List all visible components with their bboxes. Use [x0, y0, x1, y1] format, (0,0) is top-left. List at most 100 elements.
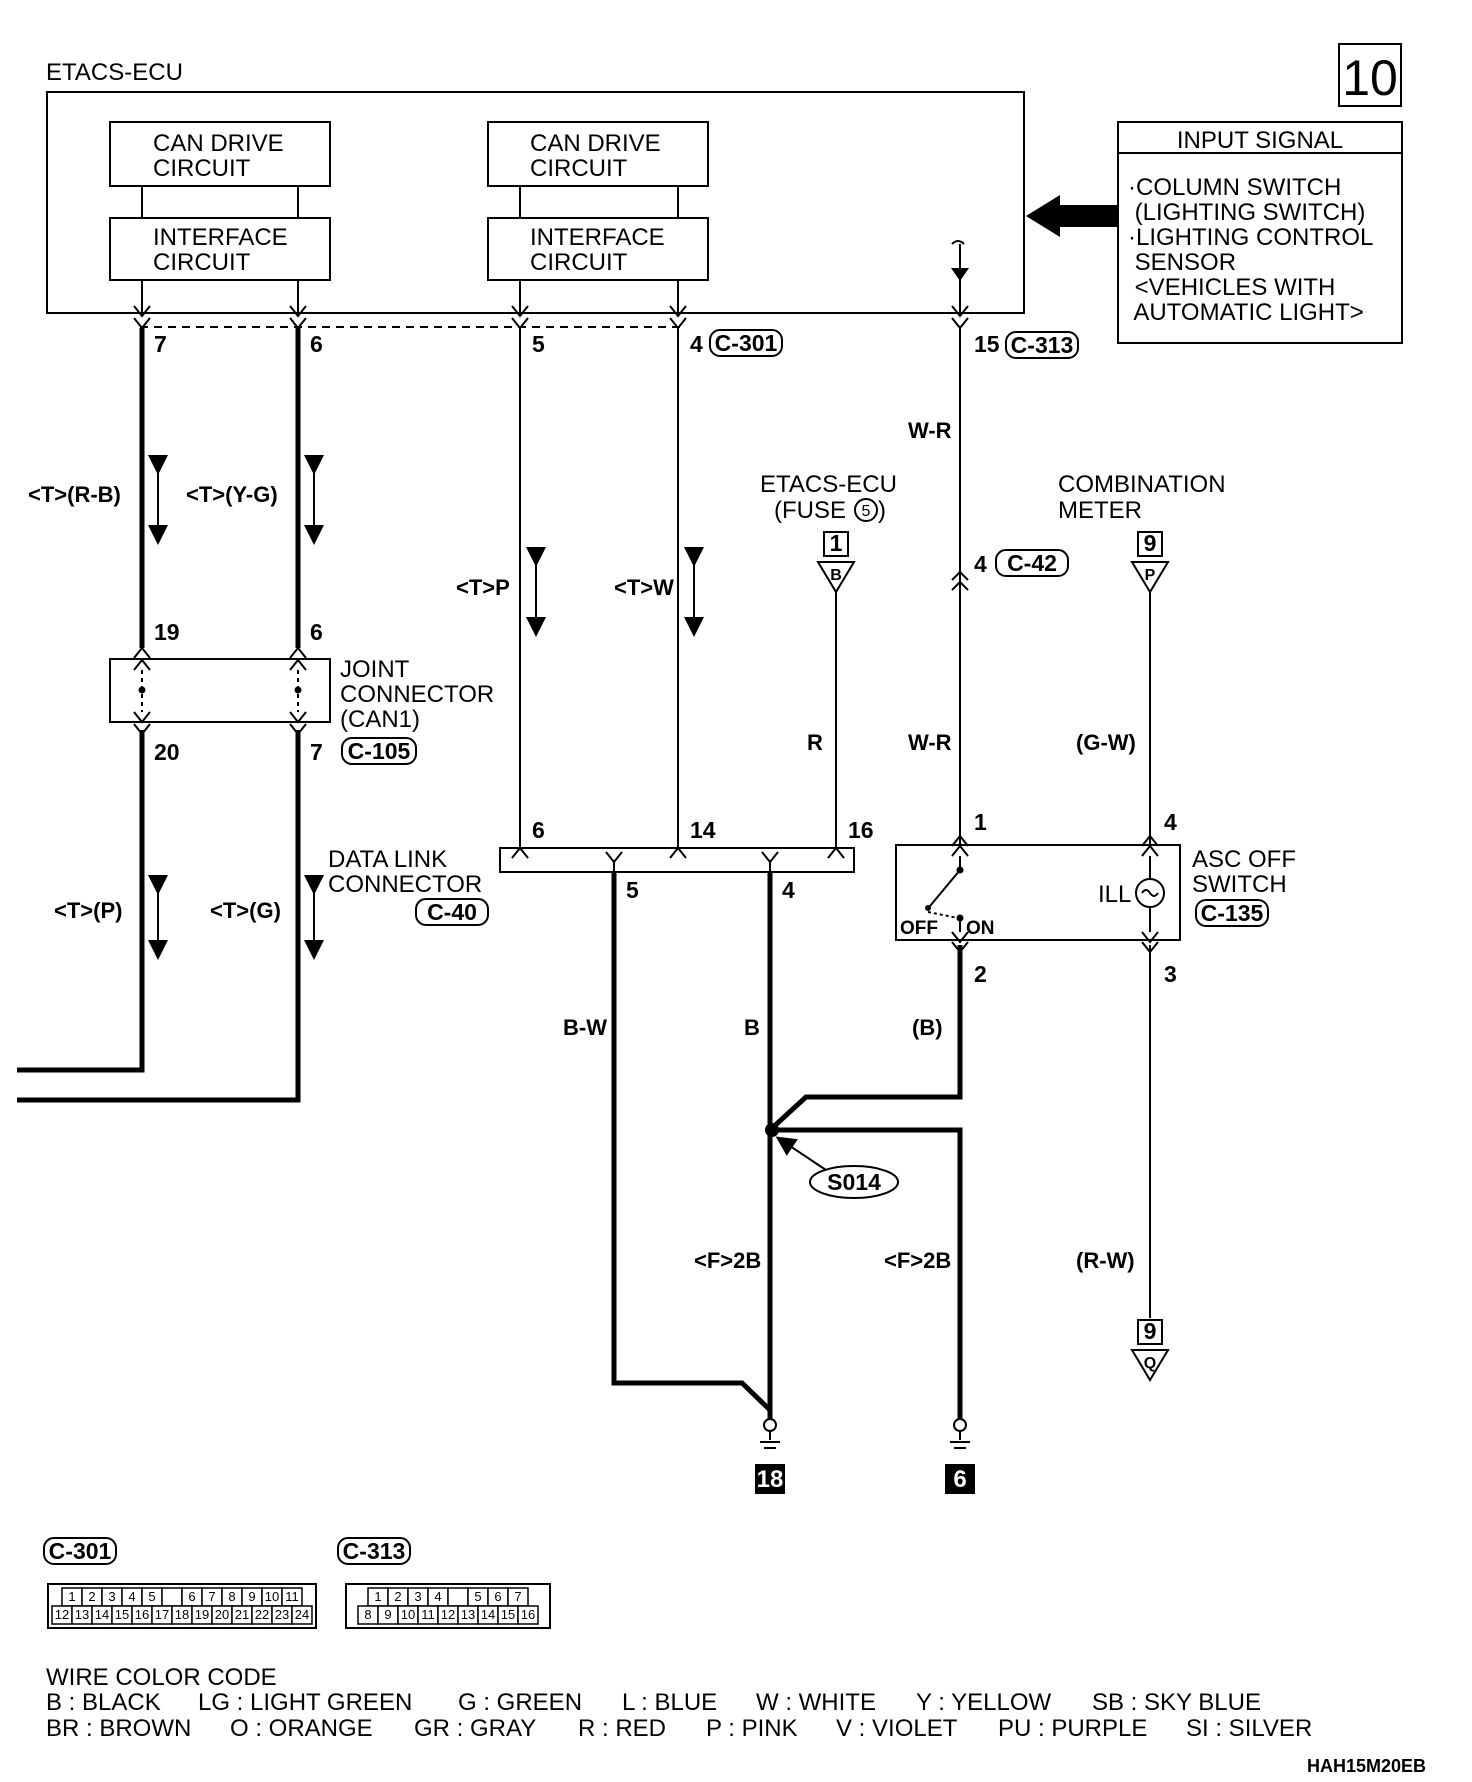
connector-key-cell — [447, 1587, 469, 1607]
wire-labels: <T>(R-B) <T>(Y-G) <T>P <T>W W-R R W-R (G… — [28, 418, 1136, 1273]
connector-pin-number: 10 — [401, 1607, 415, 1622]
wire-label-paren-b: (B) — [912, 1015, 943, 1040]
meter-ref-letter: P — [1145, 567, 1156, 584]
input-signal-line: <VEHICLES WITH — [1128, 274, 1335, 301]
pin-label: 5 — [626, 877, 639, 903]
connector-pin-number: 4 — [128, 1589, 135, 1604]
pin-label: 7 — [310, 739, 323, 765]
color-code-entry: O : ORANGE — [230, 1715, 373, 1742]
pin-label: 3 — [1164, 961, 1177, 987]
color-code-entry: GR : GRAY — [414, 1715, 536, 1742]
connector-c42: 4 C-42 — [951, 549, 1069, 591]
wire-t-g — [17, 730, 301, 1103]
asc-on-label: ON — [966, 918, 995, 939]
pin-label: 19 — [154, 619, 180, 645]
can-drive-circuit-1-line1: CAN DRIVE — [153, 130, 284, 157]
ground-number: 18 — [757, 1466, 784, 1493]
pin-label: 1 — [974, 809, 987, 835]
color-code-entry: LG : LIGHT GREEN — [198, 1689, 412, 1716]
connector-c135-tag: C-135 — [1201, 900, 1264, 926]
connector-pin-number: 15 — [115, 1607, 129, 1622]
etacs-ecu-title: ETACS-ECU — [46, 59, 183, 86]
connector-c301-tag: C-301 — [715, 330, 778, 356]
ground-icon — [763, 1418, 777, 1432]
etacs-fuse-line1: ETACS-ECU — [760, 471, 897, 498]
wire-label-t-p: <T>(P) — [54, 898, 122, 923]
connector-c40-tag: C-40 — [427, 899, 477, 925]
connector-pin-number: 21 — [235, 1607, 249, 1622]
input-signal-line: SENSOR — [1128, 249, 1236, 276]
can-drive-circuit-2-line1: CAN DRIVE — [530, 130, 661, 157]
interface-circuit-1-box — [109, 217, 331, 281]
wires — [17, 328, 1151, 1420]
etacs-fuse-line2-end: ) — [878, 497, 886, 524]
connector-pin-number: 11 — [285, 1589, 299, 1604]
wire-color-code-title: WIRE COLOR CODE — [46, 1664, 277, 1691]
wire-label-wr: W-R — [908, 418, 952, 443]
fuse-number: 5 — [862, 503, 871, 520]
color-code-entry: SI : SILVER — [1186, 1715, 1312, 1742]
connector-pin-number: 3 — [414, 1589, 421, 1604]
color-code-entry: L : BLUE — [622, 1689, 717, 1716]
wire-label-rw: (R-W) — [1076, 1248, 1135, 1273]
connector-pin-number: 9 — [384, 1607, 391, 1622]
connector-pin-number: 12 — [441, 1607, 455, 1622]
connector-face-c301-label: C-301 — [49, 1538, 112, 1564]
connector-pin-number: 14 — [481, 1607, 495, 1622]
connector-pin-number: 6 — [188, 1589, 195, 1604]
ground-6: 6 — [945, 1418, 975, 1494]
combination-meter-line1: COMBINATION — [1058, 471, 1226, 498]
input-signal-line: AUTOMATIC LIGHT> — [1128, 299, 1364, 326]
connector-pin-number: 14 — [95, 1607, 109, 1622]
wire-label-b: B — [744, 1015, 760, 1040]
bottom-ref-letter: Q — [1144, 1355, 1156, 1372]
fuse-ref-letter: B — [830, 567, 842, 584]
color-code-entry: PU : PURPLE — [998, 1715, 1147, 1742]
connector-pin-number: 24 — [295, 1607, 309, 1622]
wire-label-tp: <T>P — [456, 575, 510, 600]
document-code: HAH15M20EB — [1307, 1756, 1426, 1776]
color-code-entry: V : VIOLET — [836, 1715, 958, 1742]
interface-circuit-1-line1: INTERFACE — [153, 224, 288, 251]
wire-label-rb: <T>(R-B) — [28, 482, 121, 507]
connector-pin-number: 15 — [501, 1607, 515, 1622]
etacs-fuse-reference: ETACS-ECU (FUSE 5 ) 1 B — [760, 471, 897, 594]
twisted-pair-arrows — [148, 455, 704, 960]
color-code-entry: G : GREEN — [458, 1689, 582, 1716]
combination-meter-reference: COMBINATION METER 9 P — [1058, 471, 1226, 594]
pin-label: 2 — [974, 961, 987, 987]
connector-pin-number: 2 — [88, 1589, 95, 1604]
splice-label: S014 — [827, 1169, 881, 1195]
connector-pin-number: 8 — [228, 1589, 235, 1604]
connector-pin-number: 11 — [421, 1607, 435, 1622]
internal-diode-icon — [951, 268, 969, 281]
connector-pin-number: 1 — [68, 1589, 75, 1604]
pin-label: 7 — [154, 331, 167, 357]
connector-pin-number: 13 — [461, 1607, 475, 1622]
connector-pin-number: 22 — [255, 1607, 269, 1622]
wire-label-yg: <T>(Y-G) — [186, 482, 278, 507]
wire-paren-b — [768, 945, 963, 1132]
color-code-entry: SB : SKY BLUE — [1092, 1689, 1261, 1716]
connector-pin-number: 23 — [275, 1607, 289, 1622]
data-link-connector: 6 14 16 5 4 DATA LINK CONNECTOR C-40 — [328, 817, 874, 926]
color-code-entry: B : BLACK — [46, 1689, 161, 1716]
splice-dot — [765, 1123, 779, 1137]
connector-pin-number: 13 — [75, 1607, 89, 1622]
ground-18: 18 — [755, 1418, 785, 1494]
interface-circuit-1-line2: CIRCUIT — [153, 249, 251, 276]
connector-c313-tag: C-313 — [1011, 332, 1074, 358]
etacs-fuse-line2: (FUSE — [774, 497, 846, 524]
connector-pin-number: 9 — [248, 1589, 255, 1604]
asc-switch-line1: ASC OFF — [1192, 846, 1296, 873]
connector-pin-number: 16 — [521, 1607, 535, 1622]
pin-label: 4 — [974, 551, 987, 577]
pin-label: 5 — [532, 331, 545, 357]
joint-connector-line2: CONNECTOR — [340, 681, 494, 708]
interface-circuit-2-line2: CIRCUIT — [530, 249, 628, 276]
wire-label-f2b: <F>2B — [884, 1248, 951, 1273]
connector-face-c313-label: C-313 — [343, 1538, 406, 1564]
connector-pin-number: 5 — [474, 1589, 481, 1604]
connector-pin-number: 10 — [265, 1589, 279, 1604]
